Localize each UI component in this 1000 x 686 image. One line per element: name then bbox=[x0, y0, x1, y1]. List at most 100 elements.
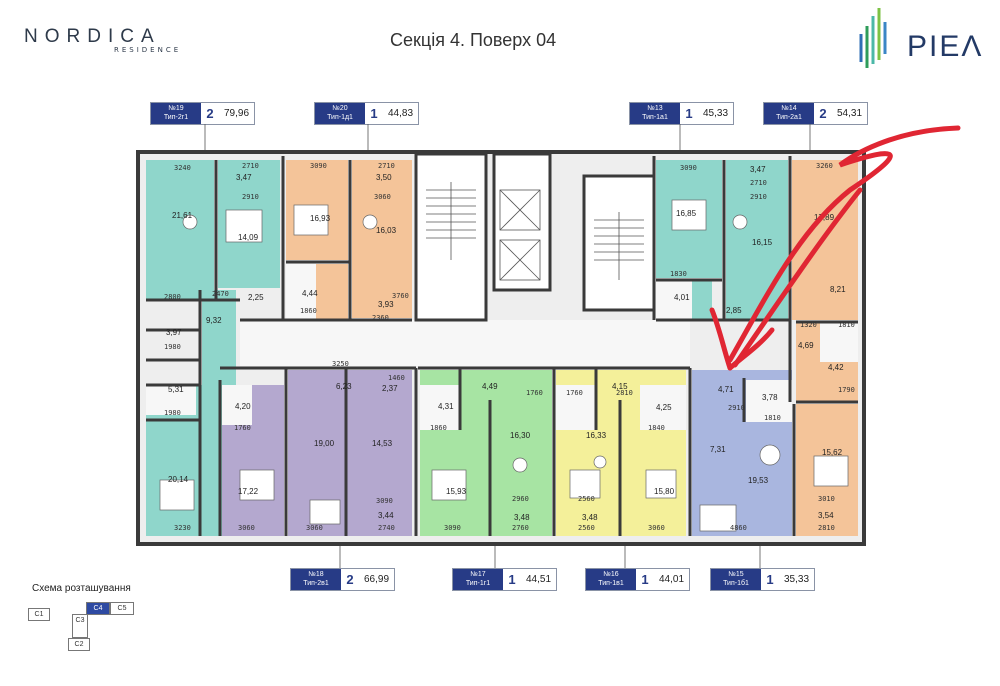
scheme-section-c5[interactable]: C5 bbox=[110, 602, 134, 615]
apartment-19-fill bbox=[146, 160, 280, 536]
dimension-labels: 3240 2710 2910 2800 2470 1980 1980 3230 … bbox=[164, 162, 855, 532]
room-area: 16,33 bbox=[586, 431, 607, 440]
room-area: 3,78 bbox=[762, 393, 778, 402]
apartment-number: №15 bbox=[728, 571, 744, 578]
dimension: 1810 bbox=[838, 321, 855, 329]
scheme-section-c1[interactable]: C1 bbox=[28, 608, 50, 621]
stairs-icon bbox=[426, 182, 644, 280]
room-area: 20,14 bbox=[168, 475, 189, 484]
room-area: 4,69 bbox=[798, 341, 814, 350]
dimension: 2910 bbox=[242, 193, 259, 201]
room-area: 16,93 bbox=[310, 214, 331, 223]
dimension: 3010 bbox=[818, 495, 835, 503]
room-area: 14,53 bbox=[372, 439, 393, 448]
dimension: 3250 bbox=[332, 360, 349, 368]
room-area: 14,09 bbox=[238, 233, 259, 242]
dimension: 1980 bbox=[164, 409, 181, 417]
room-area: 4,31 bbox=[438, 402, 454, 411]
room-area: 3,47 bbox=[750, 165, 766, 174]
interior-walls bbox=[146, 156, 858, 536]
room-area: 19,00 bbox=[314, 439, 335, 448]
dimension: 3090 bbox=[444, 524, 461, 532]
room-area: 16,30 bbox=[510, 431, 531, 440]
apartment-type: Тип-2г1 bbox=[163, 114, 189, 121]
apartment-18-fill bbox=[222, 370, 412, 536]
total-area: 44,83 bbox=[388, 108, 414, 119]
dimension: 2910 bbox=[750, 193, 767, 201]
dimension: 1760 bbox=[526, 389, 543, 397]
room-area: 21,61 bbox=[172, 211, 193, 220]
total-area: 54,31 bbox=[837, 108, 863, 119]
total-area: 79,96 bbox=[224, 108, 250, 119]
room-area: 3,47 bbox=[236, 173, 252, 182]
logo-text: PIEΛ bbox=[907, 30, 984, 63]
dimension: 1980 bbox=[164, 343, 181, 351]
room-count: 1 bbox=[766, 572, 774, 587]
developer-logo: PIEΛ bbox=[855, 4, 985, 72]
room-area: 5,31 bbox=[168, 385, 184, 394]
scheme-section-c4[interactable]: C4 bbox=[86, 602, 110, 615]
dimension: 2470 bbox=[212, 290, 229, 298]
room-count: 2 bbox=[819, 106, 827, 121]
apartment-number: №14 bbox=[781, 105, 797, 112]
logo-mark-icon bbox=[859, 8, 887, 68]
scheme-title: Схема розташування bbox=[32, 583, 131, 594]
dimension: 1840 bbox=[648, 424, 665, 432]
room-area: 4,49 bbox=[482, 382, 498, 391]
apartment-type: Тип-1б1 bbox=[723, 580, 749, 587]
dimension: 2710 bbox=[242, 162, 259, 170]
dimension: 1830 bbox=[670, 270, 687, 278]
room-area: 4,15 bbox=[612, 382, 628, 391]
dimension: 3060 bbox=[306, 524, 323, 532]
room-area: 3,97 bbox=[166, 328, 182, 337]
scheme-section-c2[interactable]: C2 bbox=[68, 638, 90, 651]
room-count: 2 bbox=[206, 106, 214, 121]
apartment-type: Тип-1а1 bbox=[642, 114, 668, 121]
total-area: 35,33 bbox=[784, 574, 810, 585]
dimension: 2910 bbox=[728, 404, 745, 412]
room-area: 3,50 bbox=[376, 173, 392, 182]
dimension: 1860 bbox=[300, 307, 317, 315]
dimension: 2810 bbox=[818, 524, 835, 532]
apartment-type: Тип-2а1 bbox=[776, 114, 802, 121]
apartment-number: №16 bbox=[603, 571, 619, 578]
dimension: 2960 bbox=[512, 495, 529, 503]
room-area: 16,85 bbox=[676, 209, 697, 218]
room-area: 15,80 bbox=[654, 487, 675, 496]
apartment-type: Тип-1г1 bbox=[465, 580, 491, 587]
room-count: 1 bbox=[508, 572, 516, 587]
room-area: 4,20 bbox=[235, 402, 251, 411]
room-area: 3,48 bbox=[514, 513, 530, 522]
room-area: 7,31 bbox=[710, 445, 726, 454]
room-area: 4,25 bbox=[656, 403, 672, 412]
room-area: 6,23 bbox=[336, 382, 352, 391]
total-area: 44,01 bbox=[659, 574, 685, 585]
room-area: 4,44 bbox=[302, 289, 318, 298]
dimension: 2740 bbox=[378, 524, 395, 532]
dimension: 1320 bbox=[800, 321, 817, 329]
scheme-section-c3[interactable]: C3 bbox=[72, 614, 88, 638]
dimension: 3090 bbox=[680, 164, 697, 172]
apartment-number: №19 bbox=[168, 105, 184, 112]
total-area: 44,51 bbox=[526, 574, 552, 585]
dimension: 3260 bbox=[816, 162, 833, 170]
room-count: 2 bbox=[346, 572, 354, 587]
room-count: 1 bbox=[685, 106, 693, 121]
room-area: 16,03 bbox=[376, 226, 397, 235]
handwritten-mark bbox=[709, 125, 961, 371]
room-area: 4,01 bbox=[674, 293, 690, 302]
apartment-number: №13 bbox=[647, 105, 663, 112]
